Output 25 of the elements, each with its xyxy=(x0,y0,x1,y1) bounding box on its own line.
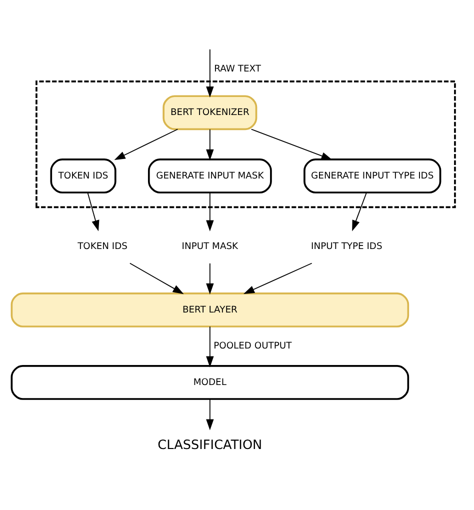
node-text: TOKEN IDS xyxy=(78,240,128,252)
node-text: INPUT MASK xyxy=(182,240,238,252)
arrow xyxy=(206,326,214,367)
arrow xyxy=(129,262,184,294)
arrow xyxy=(206,48,214,97)
edge-label: RAW TEXT xyxy=(214,62,261,74)
arrow xyxy=(206,128,214,160)
node-box: TOKEN IDS xyxy=(50,158,116,193)
node-box: BERT TOKENIZER xyxy=(162,94,258,130)
arrow xyxy=(206,398,214,430)
node-box: GENERATE INPUT MASK xyxy=(148,158,272,193)
arrow xyxy=(114,128,178,160)
node-box: MODEL xyxy=(10,364,410,400)
arrow xyxy=(243,262,312,294)
arrow xyxy=(87,192,100,231)
node-text: INPUT TYPE IDS xyxy=(311,240,382,252)
node-text: CLASSIFICATION xyxy=(158,438,262,453)
arrow xyxy=(206,262,214,294)
node-box: BERT LAYER xyxy=(10,292,410,327)
cluster xyxy=(36,80,456,208)
edge-label: POOLED OUTPUT xyxy=(214,340,292,352)
node-box: GENERATE INPUT TYPE IDS xyxy=(304,158,442,193)
arrow xyxy=(352,192,367,231)
arrow xyxy=(250,128,332,160)
arrow xyxy=(206,192,214,231)
